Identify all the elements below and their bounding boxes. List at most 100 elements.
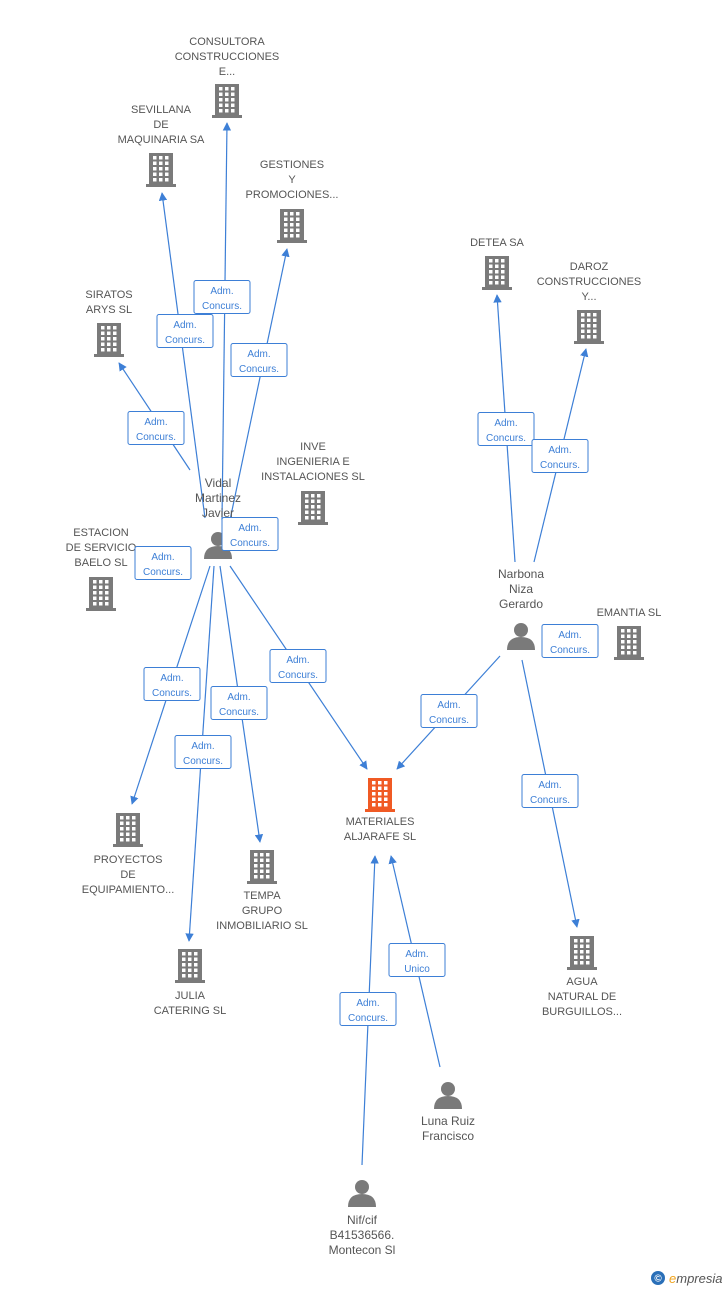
brand-rest: mpresia bbox=[676, 1271, 722, 1286]
edge-badge-narbona-agua[interactable]: Adm. Concurs. bbox=[521, 774, 579, 808]
node-label: SIRATOS bbox=[85, 289, 132, 301]
building-icon bbox=[247, 850, 277, 884]
brand-logo[interactable]: © empresia bbox=[651, 1271, 722, 1286]
node-label: Montecon Sl bbox=[329, 1243, 396, 1257]
badges-layer: Adm. Concurs. Adm. Concurs. Adm. Concurs. Adm.… bbox=[127, 280, 599, 1026]
badge-label: Concurs. bbox=[152, 688, 192, 699]
badge-label: Concurs. bbox=[239, 364, 279, 375]
copyright-symbol: © bbox=[654, 1274, 662, 1285]
edge-badge-vidal-siratos[interactable]: Adm. Concurs. bbox=[127, 411, 185, 445]
building-icon bbox=[146, 153, 176, 187]
badge-label: Adm. bbox=[538, 780, 561, 791]
edge-badge-vidal-materiales[interactable]: Adm.Concurs. bbox=[269, 649, 327, 683]
badge-box bbox=[477, 412, 535, 446]
node-label: ALJARAFE SL bbox=[344, 831, 416, 843]
node-label: ESTACION bbox=[73, 527, 128, 539]
node-label: MAQUINARIA SA bbox=[118, 134, 205, 146]
node-daroz[interactable]: DAROZCONSTRUCCIONESY... bbox=[537, 261, 642, 344]
building-icon bbox=[482, 256, 512, 290]
badge-label: Concurs. bbox=[136, 432, 176, 443]
edge-vidal-consultora bbox=[221, 122, 232, 521]
node-label: Javier bbox=[202, 506, 234, 520]
badge-label: Concurs. bbox=[348, 1013, 388, 1024]
edge-badge-luna-materiales[interactable]: Adm. Unico bbox=[388, 943, 446, 977]
badge-label: Concurs. bbox=[219, 707, 259, 718]
edge-badge-vidal-proyectos[interactable]: Adm.Concurs. bbox=[143, 667, 201, 701]
node-label: ARYS SL bbox=[86, 304, 132, 316]
badge-box bbox=[127, 411, 185, 445]
node-label: DETEA SA bbox=[470, 237, 524, 249]
edge-badge-vidal-julia[interactable]: Adm.Concurs. bbox=[174, 735, 232, 769]
badge-label: Concurs. bbox=[550, 645, 590, 656]
building-icon bbox=[365, 778, 395, 812]
badge-label: Adm. bbox=[356, 998, 379, 1009]
node-label: EQUIPAMIENTO... bbox=[82, 884, 175, 896]
building-icon bbox=[574, 310, 604, 344]
building-icon bbox=[86, 577, 116, 611]
nodes-layer: MATERIALES ALJARAFE SL CONSULTORACONSTRUCC… bbox=[66, 36, 662, 1257]
edge-badge-vidal-consultora[interactable]: Adm.Concurs. bbox=[193, 280, 251, 314]
badge-label: Adm. bbox=[548, 445, 571, 456]
badge-label: Adm. bbox=[247, 349, 270, 360]
edge-badge-narbona-emantia[interactable]: Adm.Concurs. bbox=[541, 624, 599, 658]
edge-badge-narbona-materiales[interactable]: Adm.Concurs. bbox=[420, 694, 478, 728]
badge-label: Adm. bbox=[144, 417, 167, 428]
edge-badge-vidal-estacion[interactable]: Adm.Concurs. bbox=[134, 546, 192, 580]
badge-box bbox=[420, 694, 478, 728]
edge-badge-vidal-sevillana[interactable]: Adm.Concurs. bbox=[156, 314, 214, 348]
badge-box bbox=[269, 649, 327, 683]
building-icon bbox=[298, 491, 328, 525]
node-detea[interactable]: DETEA SA bbox=[470, 237, 525, 290]
node-materiales[interactable]: MATERIALES ALJARAFE SL bbox=[344, 778, 416, 843]
node-label: MATERIALES bbox=[346, 816, 415, 828]
badge-label: Concurs. bbox=[165, 335, 205, 346]
node-label: SEVILLANA bbox=[131, 104, 192, 116]
badge-label: Adm. bbox=[227, 692, 250, 703]
node-label: Martinez bbox=[195, 491, 241, 505]
node-label: Vidal bbox=[205, 476, 231, 490]
node-label: PROMOCIONES... bbox=[246, 189, 339, 201]
node-label: TEMPA bbox=[243, 890, 281, 902]
node-label: DE bbox=[120, 869, 135, 881]
node-proyectos[interactable]: PROYECTOSDEEQUIPAMIENTO... bbox=[82, 813, 175, 896]
edge-badge-nifcif-materiales[interactable]: Adm. Concurs. bbox=[339, 992, 397, 1026]
edge-badge-narbona-daroz[interactable]: Adm.Concurs. bbox=[531, 439, 589, 473]
node-gestiones[interactable]: GESTIONESYPROMOCIONES... bbox=[246, 159, 339, 243]
node-siratos[interactable]: SIRATOS ARYS SL bbox=[85, 289, 133, 357]
edge-vidal-gestiones bbox=[229, 248, 290, 521]
badge-box bbox=[210, 686, 268, 720]
edge-badge-vidal-tempa[interactable]: Adm. Concurs. bbox=[210, 686, 268, 720]
badge-label: Concurs. bbox=[278, 670, 318, 681]
edge-badge-vidal-inve[interactable]: Adm.Concurs. bbox=[221, 517, 279, 551]
node-label: Nif/cif bbox=[347, 1213, 378, 1227]
node-label: CONSULTORA bbox=[189, 36, 265, 48]
node-label: INSTALACIONES SL bbox=[261, 471, 365, 483]
node-label: INGENIERIA E bbox=[276, 456, 349, 468]
node-label: BAELO SL bbox=[74, 557, 127, 569]
badge-label: Unico bbox=[404, 964, 430, 975]
badge-box bbox=[541, 624, 599, 658]
brand-name: empresia bbox=[669, 1271, 722, 1286]
badge-box bbox=[134, 546, 192, 580]
badge-label: Concurs. bbox=[530, 795, 570, 806]
node-consultora[interactable]: CONSULTORACONSTRUCCIONESE... bbox=[175, 36, 280, 118]
node-emantia[interactable]: EMANTIA SL bbox=[597, 607, 662, 660]
edge-badge-narbona-detea[interactable]: Adm.Concurs. bbox=[477, 412, 535, 446]
building-icon bbox=[614, 626, 644, 660]
building-icon bbox=[175, 949, 205, 983]
edge-badge-vidal-gestiones[interactable]: Adm. Concurs. bbox=[230, 343, 288, 377]
node-label: INMOBILIARIO SL bbox=[216, 920, 308, 932]
node-label: BURGUILLOS... bbox=[542, 1006, 622, 1018]
badge-label: Adm. bbox=[405, 949, 428, 960]
badge-box bbox=[156, 314, 214, 348]
